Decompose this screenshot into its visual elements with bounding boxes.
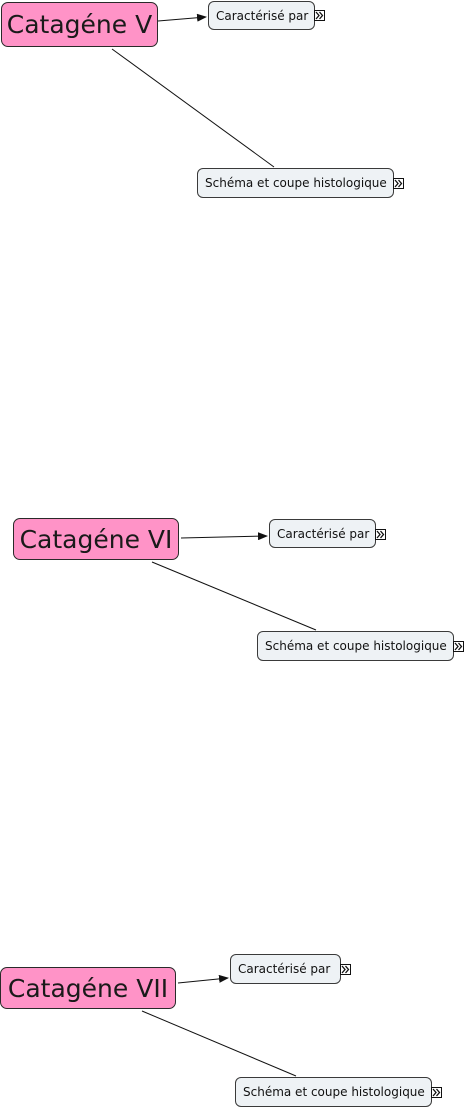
link-phrase-label: Schéma et coupe histologique (205, 176, 387, 190)
connector-line (180, 532, 268, 541)
link-phrase-label: Caractérisé par (238, 962, 331, 976)
concept-node[interactable]: Catagéne VI (13, 518, 179, 560)
expand-icon[interactable] (453, 641, 464, 652)
connector-line (111, 48, 275, 168)
expand-icon[interactable] (431, 1087, 442, 1098)
concept-label: Catagéne V (6, 10, 153, 39)
link-phrase-node[interactable]: Schéma et coupe histologique (257, 631, 454, 661)
link-phrase-node[interactable]: Caractérisé par (230, 954, 341, 984)
link-phrase-node[interactable]: Schéma et coupe histologique (197, 168, 394, 198)
link-phrase-label: Caractérisé par (277, 526, 370, 541)
expand-icon[interactable] (393, 178, 404, 189)
expand-icon[interactable] (340, 964, 351, 975)
concept-label: Catagéne VI (19, 524, 173, 554)
link-phrase-label: Schéma et coupe histologique (265, 639, 447, 653)
connector-line (157, 13, 207, 22)
connector-line (177, 974, 229, 984)
concept-node[interactable]: Catagéne V (1, 2, 158, 47)
link-phrase-label: Caractérisé par (216, 8, 309, 23)
concept-node[interactable]: Catagéne VII (0, 967, 176, 1009)
connector-line (141, 1010, 297, 1077)
expand-icon[interactable] (375, 529, 386, 540)
concept-label: Catagéne VII (7, 973, 169, 1003)
link-phrase-label: Schéma et coupe histologique (243, 1085, 425, 1099)
connector-line (151, 561, 317, 631)
expand-icon[interactable] (314, 10, 325, 21)
link-phrase-node[interactable]: Caractérisé par (208, 1, 315, 30)
link-phrase-node[interactable]: Caractérisé par (269, 519, 376, 548)
link-phrase-node[interactable]: Schéma et coupe histologique (235, 1077, 432, 1107)
